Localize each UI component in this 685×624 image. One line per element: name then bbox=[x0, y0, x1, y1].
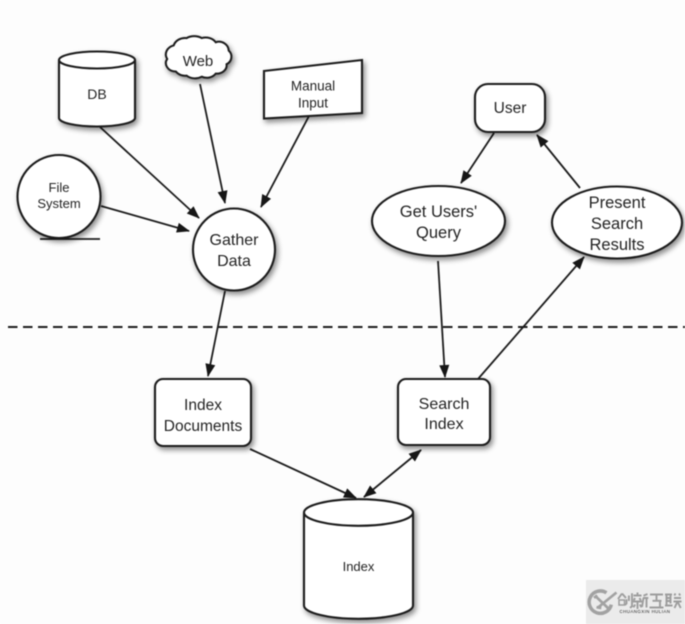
svg-text:Documents: Documents bbox=[164, 418, 243, 435]
svg-text:System: System bbox=[37, 196, 80, 211]
svg-text:File: File bbox=[49, 180, 70, 195]
svg-text:Index: Index bbox=[424, 416, 463, 433]
svg-text:Search: Search bbox=[419, 396, 470, 413]
svg-text:Search: Search bbox=[591, 215, 643, 233]
svg-text:Index: Index bbox=[184, 397, 222, 414]
svg-text:Present: Present bbox=[589, 194, 646, 212]
svg-text:DB: DB bbox=[87, 86, 106, 102]
svg-text:Web: Web bbox=[183, 53, 214, 70]
svg-text:User: User bbox=[494, 100, 527, 117]
svg-text:Data: Data bbox=[217, 253, 251, 270]
svg-text:CHUANGXIN HULIAN: CHUANGXIN HULIAN bbox=[620, 609, 671, 614]
svg-text:Get Users': Get Users' bbox=[400, 203, 477, 221]
svg-text:Gather: Gather bbox=[210, 232, 260, 249]
svg-text:Index: Index bbox=[343, 559, 375, 574]
svg-text:Manual: Manual bbox=[291, 79, 335, 94]
svg-text:Input: Input bbox=[298, 96, 328, 111]
svg-text:Query: Query bbox=[416, 224, 462, 242]
svg-text:Results: Results bbox=[589, 236, 644, 254]
